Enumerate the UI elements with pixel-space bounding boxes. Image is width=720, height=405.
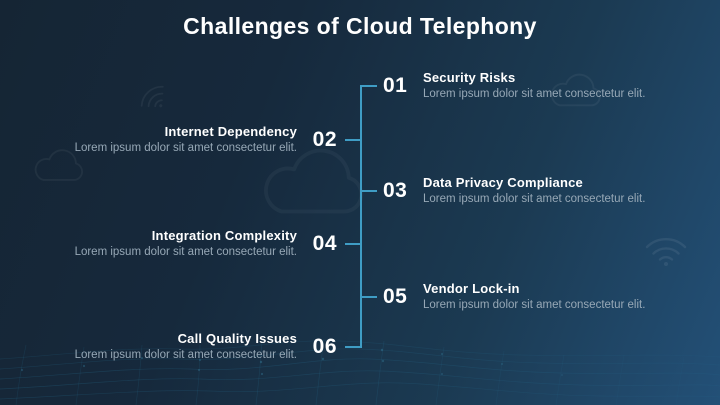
item-number: 01: [383, 74, 408, 97]
wifi-icon: [140, 85, 164, 108]
item-number: 05: [383, 285, 408, 308]
slide-title: Challenges of Cloud Telephony: [183, 13, 537, 39]
timeline-item: 06 Call Quality Issues Lorem ipsum dolor…: [75, 324, 337, 370]
item-number: 03: [383, 179, 408, 202]
item-title: Data Privacy Compliance: [423, 175, 583, 190]
item-title: Vendor Lock-in: [423, 281, 520, 296]
timeline-item: 04 Integration Complexity Lorem ipsum do…: [75, 221, 337, 267]
network-mesh-decoration: [0, 338, 720, 405]
item-title: Integration Complexity: [151, 228, 297, 243]
item-description: Lorem ipsum dolor sit amet consectetur e…: [423, 193, 646, 205]
timeline-item: 02 Internet Dependency Lorem ipsum dolor…: [75, 117, 337, 163]
item-number: 02: [312, 128, 337, 151]
item-description: Lorem ipsum dolor sit amet consectetur e…: [74, 142, 297, 154]
timeline-item: 03 Data Privacy Compliance Lorem ipsum d…: [383, 168, 645, 214]
timeline-item: 05 Vendor Lock-in Lorem ipsum dolor sit …: [383, 274, 645, 320]
timeline-tick: [361, 296, 377, 298]
item-description: Lorem ipsum dolor sit amet consectetur e…: [74, 349, 297, 361]
timeline-tick: [345, 139, 361, 141]
timeline-line: [360, 85, 362, 348]
item-title: Security Risks: [423, 70, 516, 85]
item-description: Lorem ipsum dolor sit amet consectetur e…: [423, 88, 646, 100]
timeline-tick: [345, 346, 361, 348]
timeline-tick: [345, 243, 361, 245]
timeline-tick: [361, 190, 377, 192]
item-description: Lorem ipsum dolor sit amet consectetur e…: [74, 246, 297, 258]
wifi-icon: [645, 237, 687, 266]
item-title: Internet Dependency: [164, 124, 297, 139]
item-description: Lorem ipsum dolor sit amet consectetur e…: [423, 299, 646, 311]
timeline-tick: [361, 85, 377, 87]
item-number: 06: [312, 335, 337, 358]
timeline-item: 01 Security Risks Lorem ipsum dolor sit …: [383, 63, 645, 109]
item-number: 04: [312, 232, 337, 255]
item-title: Call Quality Issues: [177, 331, 297, 346]
